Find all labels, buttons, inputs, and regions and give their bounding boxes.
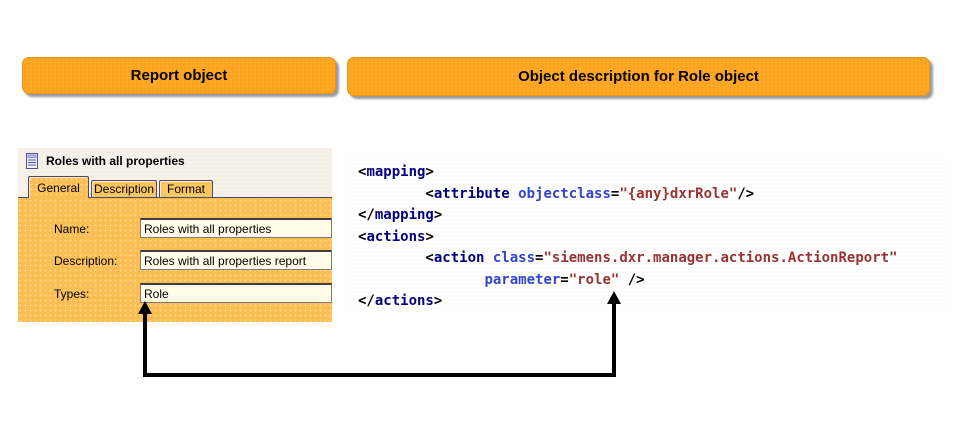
report-object-panel: Roles with all properties General Descri… xyxy=(18,148,332,322)
banner-report-object-label: Report object xyxy=(130,67,228,84)
code-line: </actions> xyxy=(358,293,443,309)
banner-object-description: Object description for Role object xyxy=(347,57,930,96)
tab-format-label: Format xyxy=(166,182,205,196)
code-line: </mapping> xyxy=(358,207,443,223)
code-line: <mapping> xyxy=(358,164,434,180)
name-label: Name: xyxy=(54,222,90,236)
code-line: <attribute objectclass="{any}dxrRole"/> xyxy=(358,185,755,202)
panel-header: Roles with all properties General Descri… xyxy=(18,148,332,198)
banner-report-object: Report object xyxy=(22,57,336,94)
types-label: Types: xyxy=(54,287,90,301)
name-input[interactable] xyxy=(140,218,332,238)
code-line: <actions> xyxy=(358,228,434,245)
description-label: Description: xyxy=(54,254,118,268)
tab-description-label: Description xyxy=(93,182,155,196)
code-line: <action class="siemens.dxr.manager.actio… xyxy=(358,250,898,266)
panel-title: Roles with all properties xyxy=(46,154,185,168)
tab-format[interactable]: Format xyxy=(159,180,213,197)
xml-code-block: <mapping> <attribute objectclass="{any}d… xyxy=(358,162,897,313)
types-input[interactable] xyxy=(140,283,332,303)
panel-title-row: Roles with all properties xyxy=(25,152,185,170)
report-document-icon xyxy=(26,153,38,169)
tab-general-label: General xyxy=(37,180,80,195)
panel-content: Name: Description: Types: xyxy=(18,197,332,322)
description-input[interactable] xyxy=(140,250,332,270)
code-background xyxy=(346,158,946,310)
tab-description[interactable]: Description xyxy=(91,180,157,197)
code-line: parameter="role" /> xyxy=(484,271,645,288)
tab-general[interactable]: General xyxy=(28,176,89,198)
banner-object-description-label: Object description for Role object xyxy=(518,68,759,85)
